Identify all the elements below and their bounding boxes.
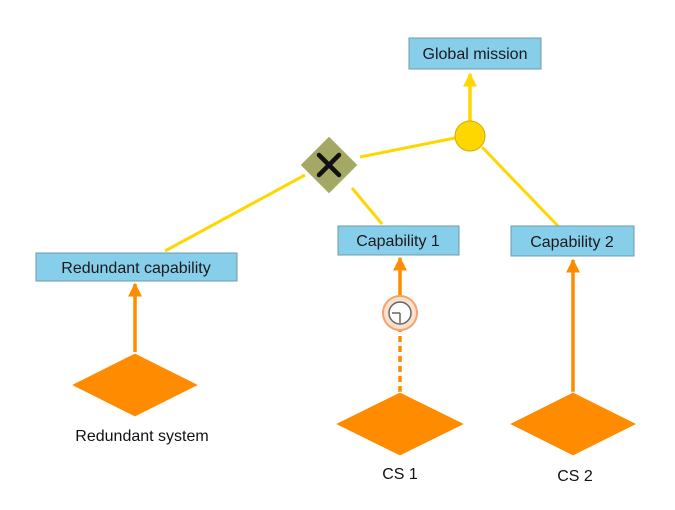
- cs1-node[interactable]: CS 1: [333, 391, 467, 483]
- redundant-system-label: Redundant system: [75, 428, 208, 445]
- redundant-capability-box: [35, 252, 238, 282]
- timer-hands: [392, 312, 401, 323]
- cs2-label: CS 2: [557, 468, 593, 485]
- global-mission-label: Global mission: [423, 46, 528, 63]
- link-xor-to-and: [359, 136, 456, 159]
- global-mission-node[interactable]: Global mission: [408, 37, 542, 70]
- link-redundant-capability-to-xor: [164, 173, 306, 253]
- and-junction-icon[interactable]: [454, 120, 486, 152]
- link-capability1-to-xor: [350, 187, 384, 225]
- capability-1-node[interactable]: Capability 1: [337, 225, 460, 256]
- link-capability2-to-and: [480, 145, 560, 228]
- xor-gateway[interactable]: [299, 135, 359, 195]
- capability-2-label: Capability 2: [530, 234, 614, 251]
- cs2-node[interactable]: CS 2: [507, 391, 639, 485]
- global-mission-box: [408, 37, 542, 70]
- cs1-label: CS 1: [382, 466, 418, 483]
- system-links: [128, 256, 580, 393]
- capability-2-box: [510, 225, 635, 257]
- cs2-diamond: [507, 391, 639, 457]
- capability-1-label: Capability 1: [356, 233, 440, 250]
- cs1-diamond: [333, 391, 467, 457]
- goal-links: [164, 72, 560, 253]
- capability-2-node[interactable]: Capability 2: [510, 225, 635, 257]
- redundant-system-node[interactable]: Redundant system: [69, 352, 209, 445]
- redundant-capability-node[interactable]: Redundant capability: [35, 252, 238, 282]
- xor-cross-icon: [316, 152, 342, 178]
- redundant-capability-label: Redundant capability: [61, 260, 210, 277]
- redundant-system-diamond: [69, 352, 201, 418]
- capability-1-box: [337, 225, 460, 256]
- timer-node[interactable]: [382, 295, 418, 331]
